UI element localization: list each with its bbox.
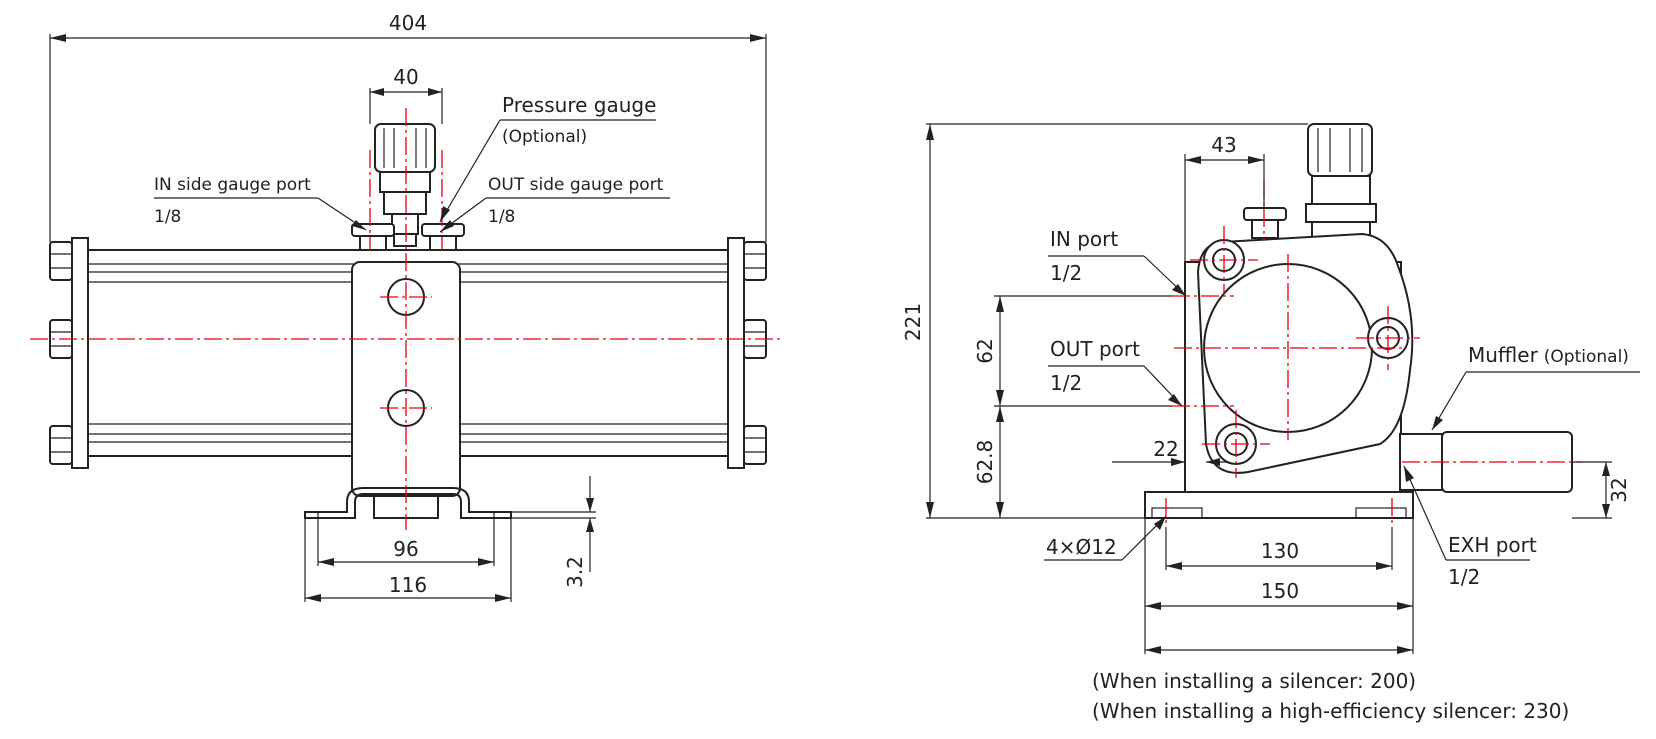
hole-pitch-label: 130: [1261, 539, 1299, 563]
left-end-plate: [71, 237, 89, 469]
exh-port-size: 1/2: [1448, 565, 1480, 589]
front-view: 404 40 Pressure gauge (Optional) IN side…: [30, 11, 782, 602]
in-gauge-port-label: IN side gauge port: [154, 175, 311, 195]
pressure-gauge-label: Pressure gauge: [502, 93, 656, 117]
bracket-width-label: 116: [389, 573, 427, 597]
dim-gauge-width: [369, 88, 443, 124]
in-port-size: 1/2: [1050, 261, 1082, 285]
dim-base-width: [1144, 518, 1414, 654]
base-height-label: 62.8: [973, 440, 997, 485]
side-view: 221 43 IN port 1/2 OUT port 1/2: [901, 123, 1640, 723]
dim-overall-length: [49, 34, 767, 242]
height-label: 221: [901, 303, 925, 341]
side-gauge-plug: [1243, 207, 1287, 221]
dim-bracket-thickness: [511, 476, 596, 572]
mount-holes-label: 4×Ø12: [1046, 535, 1117, 559]
base-width-label: 150: [1261, 579, 1299, 603]
port-pitch-label: 62: [973, 338, 997, 363]
gauge-offset-label: 43: [1211, 133, 1236, 157]
gauge-width-label: 40: [393, 65, 418, 89]
out-gauge-port-label: OUT side gauge port: [488, 175, 664, 195]
side-gauge: [1305, 123, 1377, 241]
dim-gauge-offset: [1184, 154, 1265, 262]
dim-muffler-height: [1572, 461, 1612, 519]
silencer-note: (When installing a silencer: 200): [1092, 669, 1416, 693]
out-gauge-port-size: 1/8: [488, 207, 515, 227]
muffler-height-label: 32: [1607, 477, 1631, 502]
right-end-plate: [727, 237, 745, 469]
right-nuts: [743, 241, 767, 465]
port-offset-label: 22: [1153, 437, 1178, 461]
out-port-size: 1/2: [1050, 371, 1082, 395]
dim-base-height: [996, 406, 1004, 518]
in-gauge-port-size: 1/8: [154, 207, 181, 227]
hi-silencer-note: (When installing a high-efficiency silen…: [1092, 699, 1569, 723]
dim-hole-pitch: [1165, 528, 1393, 570]
side-base: [1144, 491, 1414, 519]
overall-length-label: 404: [389, 11, 427, 35]
pressure-gauge-drawing: [374, 123, 436, 247]
in-port-label: IN port: [1050, 227, 1118, 251]
dim-height: [926, 123, 1308, 519]
dim-port-offset: [1112, 458, 1228, 466]
muffler-label: Muffler(Optional): [1468, 343, 1629, 367]
exh-port-label: EXH port: [1448, 533, 1537, 557]
dim-port-pitch: [994, 295, 1172, 407]
left-nuts: [49, 241, 73, 465]
bracket-hole-pitch-label: 96: [393, 537, 418, 561]
dim-bracket-hole-pitch: [317, 512, 495, 566]
bracket-thickness-label: 3.2: [563, 556, 587, 588]
out-port-label: OUT port: [1050, 337, 1140, 361]
dim-bracket-width: [304, 518, 512, 602]
pressure-gauge-note: (Optional): [502, 127, 587, 147]
